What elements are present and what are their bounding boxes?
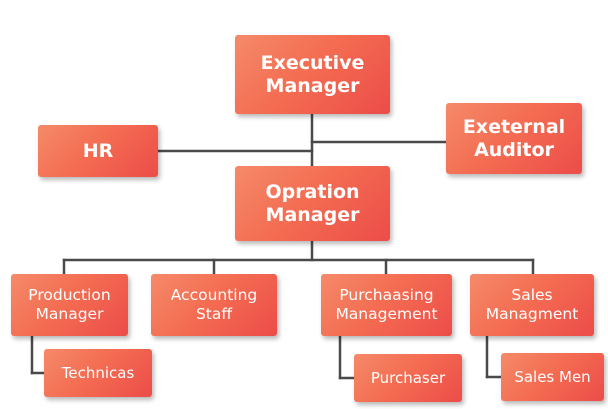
executive-manager-label: Executive Manager [260,51,365,97]
technicians-box: Technicas [44,349,152,397]
operation-manager-label: Opration Manager [265,180,360,226]
executive-manager-box: Executive Manager [235,35,390,114]
sales-men-label: Sales Men [514,368,591,386]
accounting-staff-box: Accounting Staff [151,274,277,336]
sales-management-box: Sales Managment [470,274,594,336]
external-auditor-label: Exeternal Auditor [462,115,566,161]
hr-label: HR [82,139,114,162]
external-auditor-box: Exeternal Auditor [446,103,582,174]
production-manager-label: Production Manager [28,286,111,323]
purchaser-label: Purchaser [370,369,446,387]
production-manager-box: Production Manager [11,274,128,336]
purchasing-management-box: Purchaasing Management [321,274,452,336]
purchaser-box: Purchaser [354,354,462,402]
sales-men-box: Sales Men [501,353,604,401]
purchasing-management-label: Purchaasing Management [335,286,438,323]
sales-management-label: Sales Managment [485,286,579,323]
accounting-staff-label: Accounting Staff [170,286,258,323]
hr-box: HR [38,125,158,177]
technicians-label: Technicas [61,364,135,382]
operation-manager-box: Opration Manager [235,166,390,241]
